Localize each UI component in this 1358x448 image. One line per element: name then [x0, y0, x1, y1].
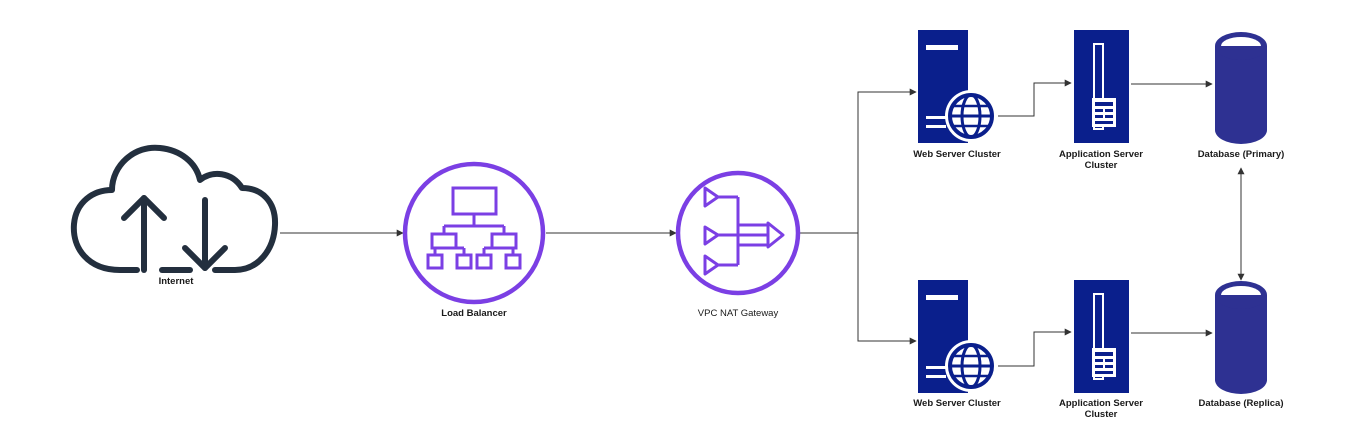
cloud-upload-download-icon	[70, 144, 279, 273]
web-server-top-label: Web Server Cluster	[913, 149, 1001, 160]
connector-nat-to-web-bottom	[857, 233, 917, 345]
db-replica-label: Database (Replica)	[1198, 398, 1284, 409]
application-server-icon	[1074, 30, 1129, 143]
load-balancer-icon	[402, 161, 546, 305]
connectors	[280, 79, 1245, 367]
load-balancer-label: Load Balancer	[441, 308, 507, 319]
database-icon	[1215, 281, 1267, 394]
db-primary-label: Database (Primary)	[1197, 149, 1285, 160]
application-server-icon	[1074, 280, 1129, 393]
internet-label: Internet	[158, 276, 194, 287]
nat-gateway-label: VPC NAT Gateway	[697, 308, 779, 319]
web-server-bottom-label: Web Server Cluster	[913, 398, 1001, 409]
connector-web-top-to-app-top	[998, 79, 1072, 117]
connector-web-bottom-to-app-bottom	[998, 328, 1072, 367]
nat-gateway-icon	[675, 170, 801, 296]
app-server-top-label: Application Server Cluster	[1059, 149, 1143, 171]
web-server-icon	[918, 280, 997, 393]
app-server-bottom-label: Application Server Cluster	[1059, 398, 1143, 420]
database-icon	[1215, 32, 1267, 144]
connector-nat-to-web-top	[800, 88, 917, 234]
web-server-icon	[918, 30, 997, 143]
